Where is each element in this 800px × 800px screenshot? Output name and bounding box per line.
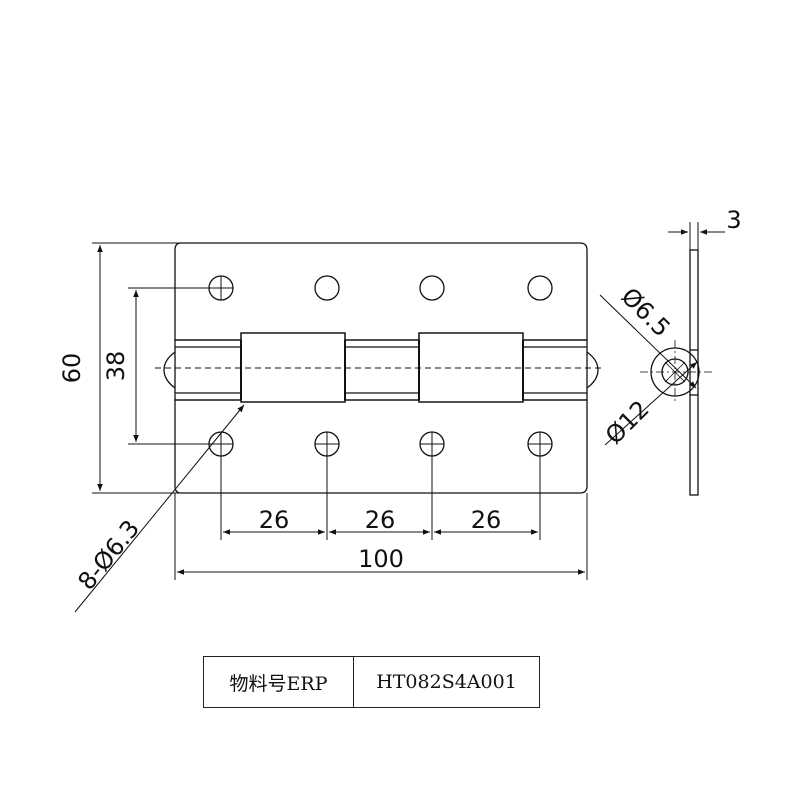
title-block-label: 物料号ERP xyxy=(204,657,354,707)
knuckle-1 xyxy=(174,339,242,401)
dim-hole-pitch-3: 26 xyxy=(471,506,502,534)
hinge-side-view xyxy=(599,222,725,496)
dim-thickness: 3 xyxy=(726,206,741,234)
screw-holes xyxy=(208,275,553,457)
hole-top-2 xyxy=(314,275,340,301)
dimension-lines xyxy=(74,242,588,613)
knuckle-5 xyxy=(522,339,588,401)
dim-length-total: 100 xyxy=(358,545,404,573)
hinge-front-view xyxy=(155,242,605,494)
hole-top-3 xyxy=(419,275,445,301)
knuckle-3 xyxy=(344,339,420,401)
upper-leaf-outline xyxy=(174,242,588,341)
dim-hole-pitch-2: 26 xyxy=(365,506,396,534)
dim-pin-diameter: Ø6.5 xyxy=(616,282,676,342)
title-block-part-number: HT082S4A001 xyxy=(376,671,517,693)
dim-hole-spacing-vertical: 38 xyxy=(102,351,130,382)
side-leaf-upper xyxy=(689,249,699,351)
dim-hole-callout: 8-Ø6.3 xyxy=(72,515,145,596)
pin-end-left xyxy=(163,351,176,389)
pin-end-right xyxy=(586,351,599,389)
dim-hole-pitch-1: 26 xyxy=(259,506,290,534)
title-block: 物料号ERP HT082S4A001 xyxy=(203,656,540,708)
hole-top-4 xyxy=(527,275,553,301)
dim-height-total: 60 xyxy=(58,353,86,384)
side-leaf-lower xyxy=(689,394,699,496)
